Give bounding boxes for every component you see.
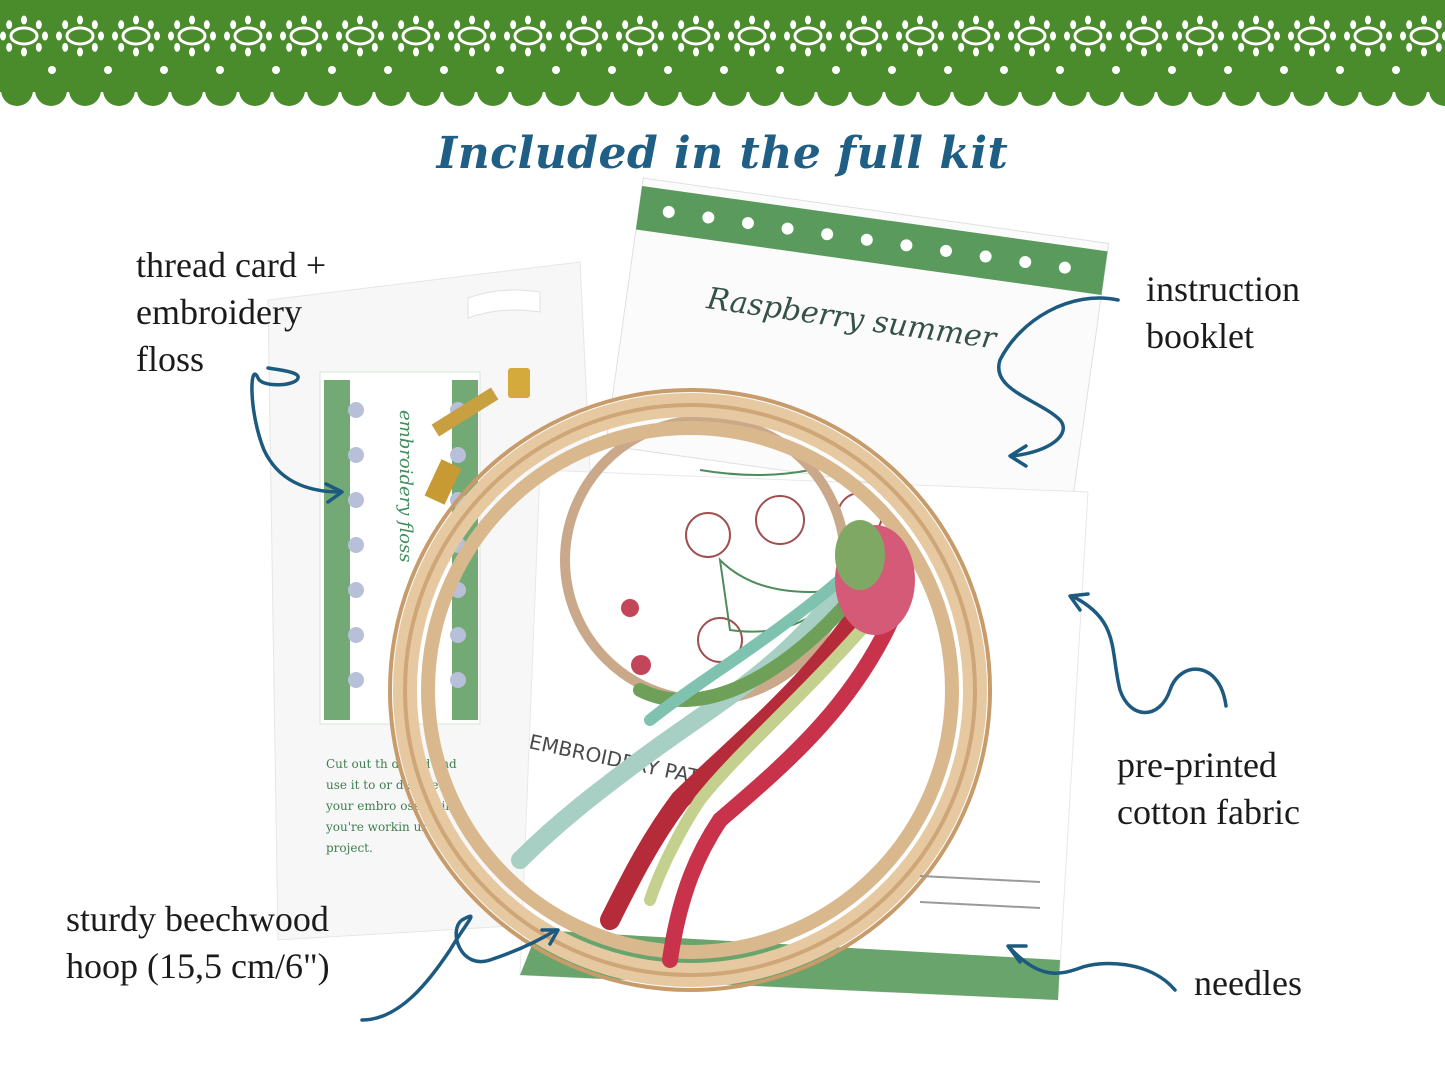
embroidery-floss [511, 520, 915, 968]
page-title: Included in the full kit [436, 128, 1009, 179]
label-needles: needles [1194, 963, 1302, 1003]
lace-border-icon [0, 0, 1445, 106]
label-hoop: sturdy beechwood hoop (15,5 cm/6") [66, 899, 330, 986]
beechwood-hoop [388, 368, 992, 992]
thread-card-vertical-text: embroidery floss [395, 410, 416, 562]
label-fabric: pre-printed cotton fabric [1117, 745, 1300, 832]
label-instruction-booklet: instruction booklet [1146, 269, 1300, 356]
lace-banner [0, 0, 1445, 106]
label-thread-card: thread card + embroidery floss [136, 245, 327, 379]
needles [919, 875, 1041, 909]
curly-arrow-icon [250, 296, 1228, 1022]
